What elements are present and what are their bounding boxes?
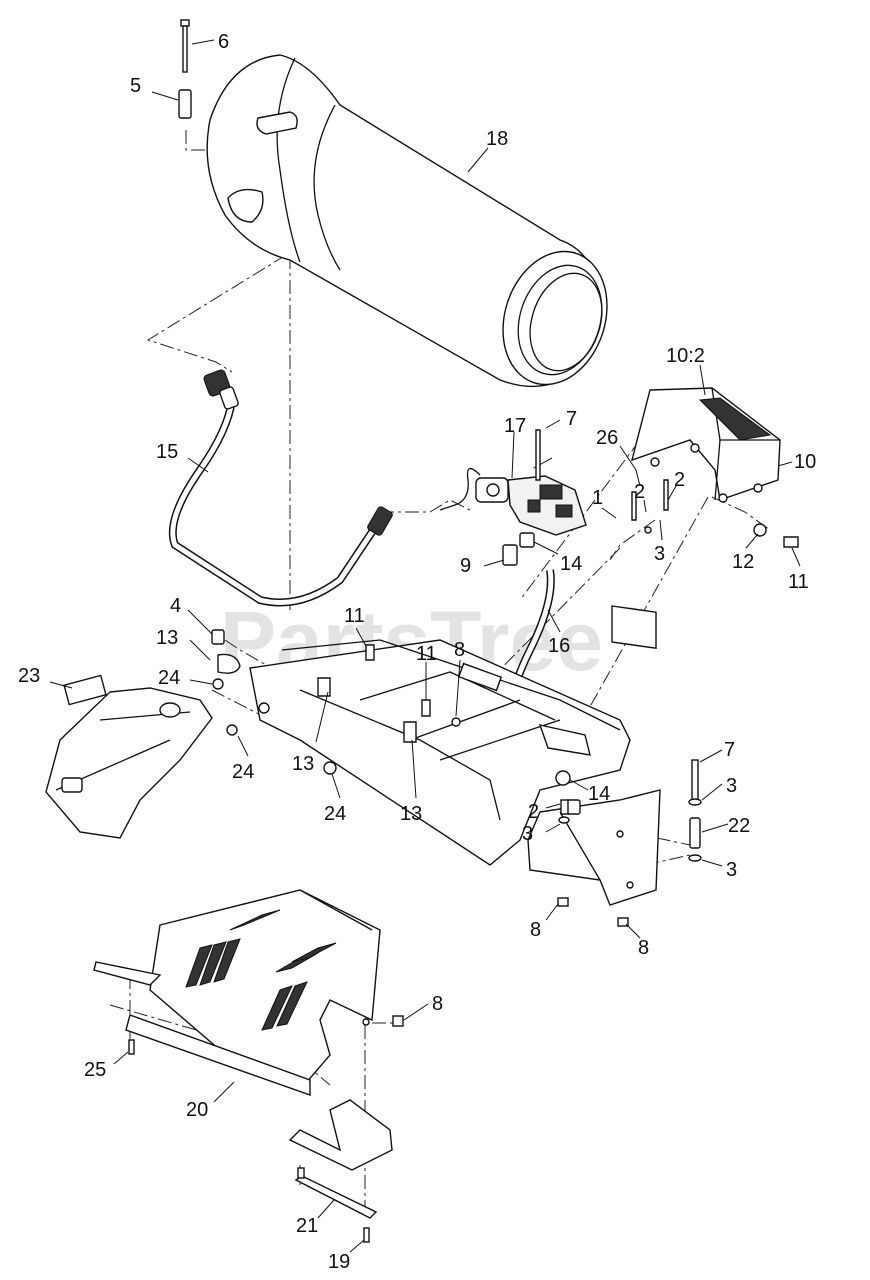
- callout-labels: 6 5 18 10:2 7 17 15 26 2 2 10 1 3 12 11 …: [18, 31, 816, 1273]
- nut-8-center: [451, 717, 461, 727]
- callout-15: 15: [156, 441, 178, 463]
- main-frame: [249, 639, 631, 866]
- bolt-6: [180, 19, 190, 73]
- washer-12: [753, 523, 767, 537]
- strap-21: [294, 1175, 378, 1219]
- callout-14-upper: 14: [560, 553, 582, 575]
- fitting-9: [502, 544, 518, 566]
- callout-13-center: 13: [400, 803, 422, 825]
- washer-3-right: [558, 816, 570, 824]
- callout-3-upper: 3: [654, 543, 665, 565]
- fitting-14-top: [519, 532, 535, 548]
- nut-8-right-b: [617, 917, 629, 927]
- callout-3-lower: 3: [522, 823, 533, 845]
- callout-2-mid: 2: [634, 481, 645, 503]
- callout-11-center: 11: [416, 643, 437, 665]
- regulator-assembly-17: [439, 468, 587, 536]
- clamp-14-right: [555, 770, 571, 786]
- cover-10: [630, 387, 781, 503]
- callout-21: 21: [296, 1215, 318, 1237]
- spacer-4: [211, 629, 225, 645]
- callout-1: 1: [592, 487, 603, 509]
- callout-10-2: 10:2: [666, 345, 705, 367]
- callout-7-top: 7: [566, 408, 577, 430]
- callout-23: 23: [18, 665, 40, 687]
- fuel-hose-15: [168, 369, 393, 607]
- callout-2-lower: 2: [528, 801, 539, 823]
- bolt-11-left: [365, 644, 375, 661]
- callout-11-right: 11: [788, 571, 809, 593]
- nut-24-a: [212, 678, 224, 690]
- callout-8-center: 8: [454, 639, 465, 661]
- callout-16: 16: [548, 635, 570, 657]
- callout-8-shield: 8: [432, 993, 443, 1015]
- callout-17: 17: [504, 415, 526, 437]
- callout-18: 18: [486, 128, 508, 150]
- callout-24-left: 24: [232, 761, 254, 783]
- callout-6: 6: [218, 31, 229, 53]
- stud-7-top: [535, 429, 541, 481]
- washer-3-right-bottom: [688, 854, 702, 862]
- callout-13-left: 13: [156, 627, 178, 649]
- callout-3-right-bottom: 3: [726, 859, 737, 881]
- callout-13-mid: 13: [292, 753, 314, 775]
- callout-9: 9: [460, 555, 471, 577]
- callout-12: 12: [732, 551, 754, 573]
- callout-24-upper: 24: [158, 667, 180, 689]
- stud-7-right: [691, 759, 699, 801]
- nut-8-right-a: [557, 897, 569, 907]
- callout-2-upper: 2: [674, 469, 685, 491]
- callout-10: 10: [794, 451, 816, 473]
- callout-19: 19: [328, 1251, 350, 1273]
- callout-20: 20: [186, 1099, 208, 1121]
- bolt-11-center: [421, 699, 431, 717]
- nut-8-shield: [392, 1015, 404, 1027]
- screw-19: [363, 1227, 370, 1243]
- screw-25: [128, 1039, 135, 1055]
- callout-3-right-top: 3: [726, 775, 737, 797]
- shield-slots: [185, 909, 337, 1031]
- clamp-13-left: [217, 653, 241, 674]
- callout-14-lower: 14: [588, 783, 610, 805]
- lower-bracket: [288, 1099, 393, 1171]
- spacer-5: [178, 89, 192, 119]
- nut-24-b: [226, 724, 238, 736]
- spacer-22: [689, 817, 701, 849]
- callout-4: 4: [170, 595, 181, 617]
- callout-11-left: 11: [344, 605, 365, 627]
- leader-lines: [49, 39, 801, 1253]
- callout-5: 5: [130, 75, 141, 97]
- bolt-2-right: [560, 799, 569, 815]
- callout-8-right-a: 8: [530, 919, 541, 941]
- callout-8-right-b: 8: [638, 937, 649, 959]
- bolt-11: [783, 536, 799, 548]
- callout-24-center: 24: [324, 803, 346, 825]
- washer-3-right-top: [688, 798, 702, 806]
- propane-tank: [206, 54, 608, 388]
- callout-22: 22: [728, 815, 750, 837]
- nut-24-c: [323, 761, 337, 775]
- bracket-26: [611, 479, 669, 649]
- callout-25: 25: [84, 1059, 106, 1081]
- callout-26: 26: [596, 427, 618, 449]
- heat-shield-20: [93, 889, 381, 1096]
- screw-21-pin: [297, 1167, 305, 1179]
- side-plate-23: [45, 674, 213, 839]
- callout-7-right: 7: [724, 739, 735, 761]
